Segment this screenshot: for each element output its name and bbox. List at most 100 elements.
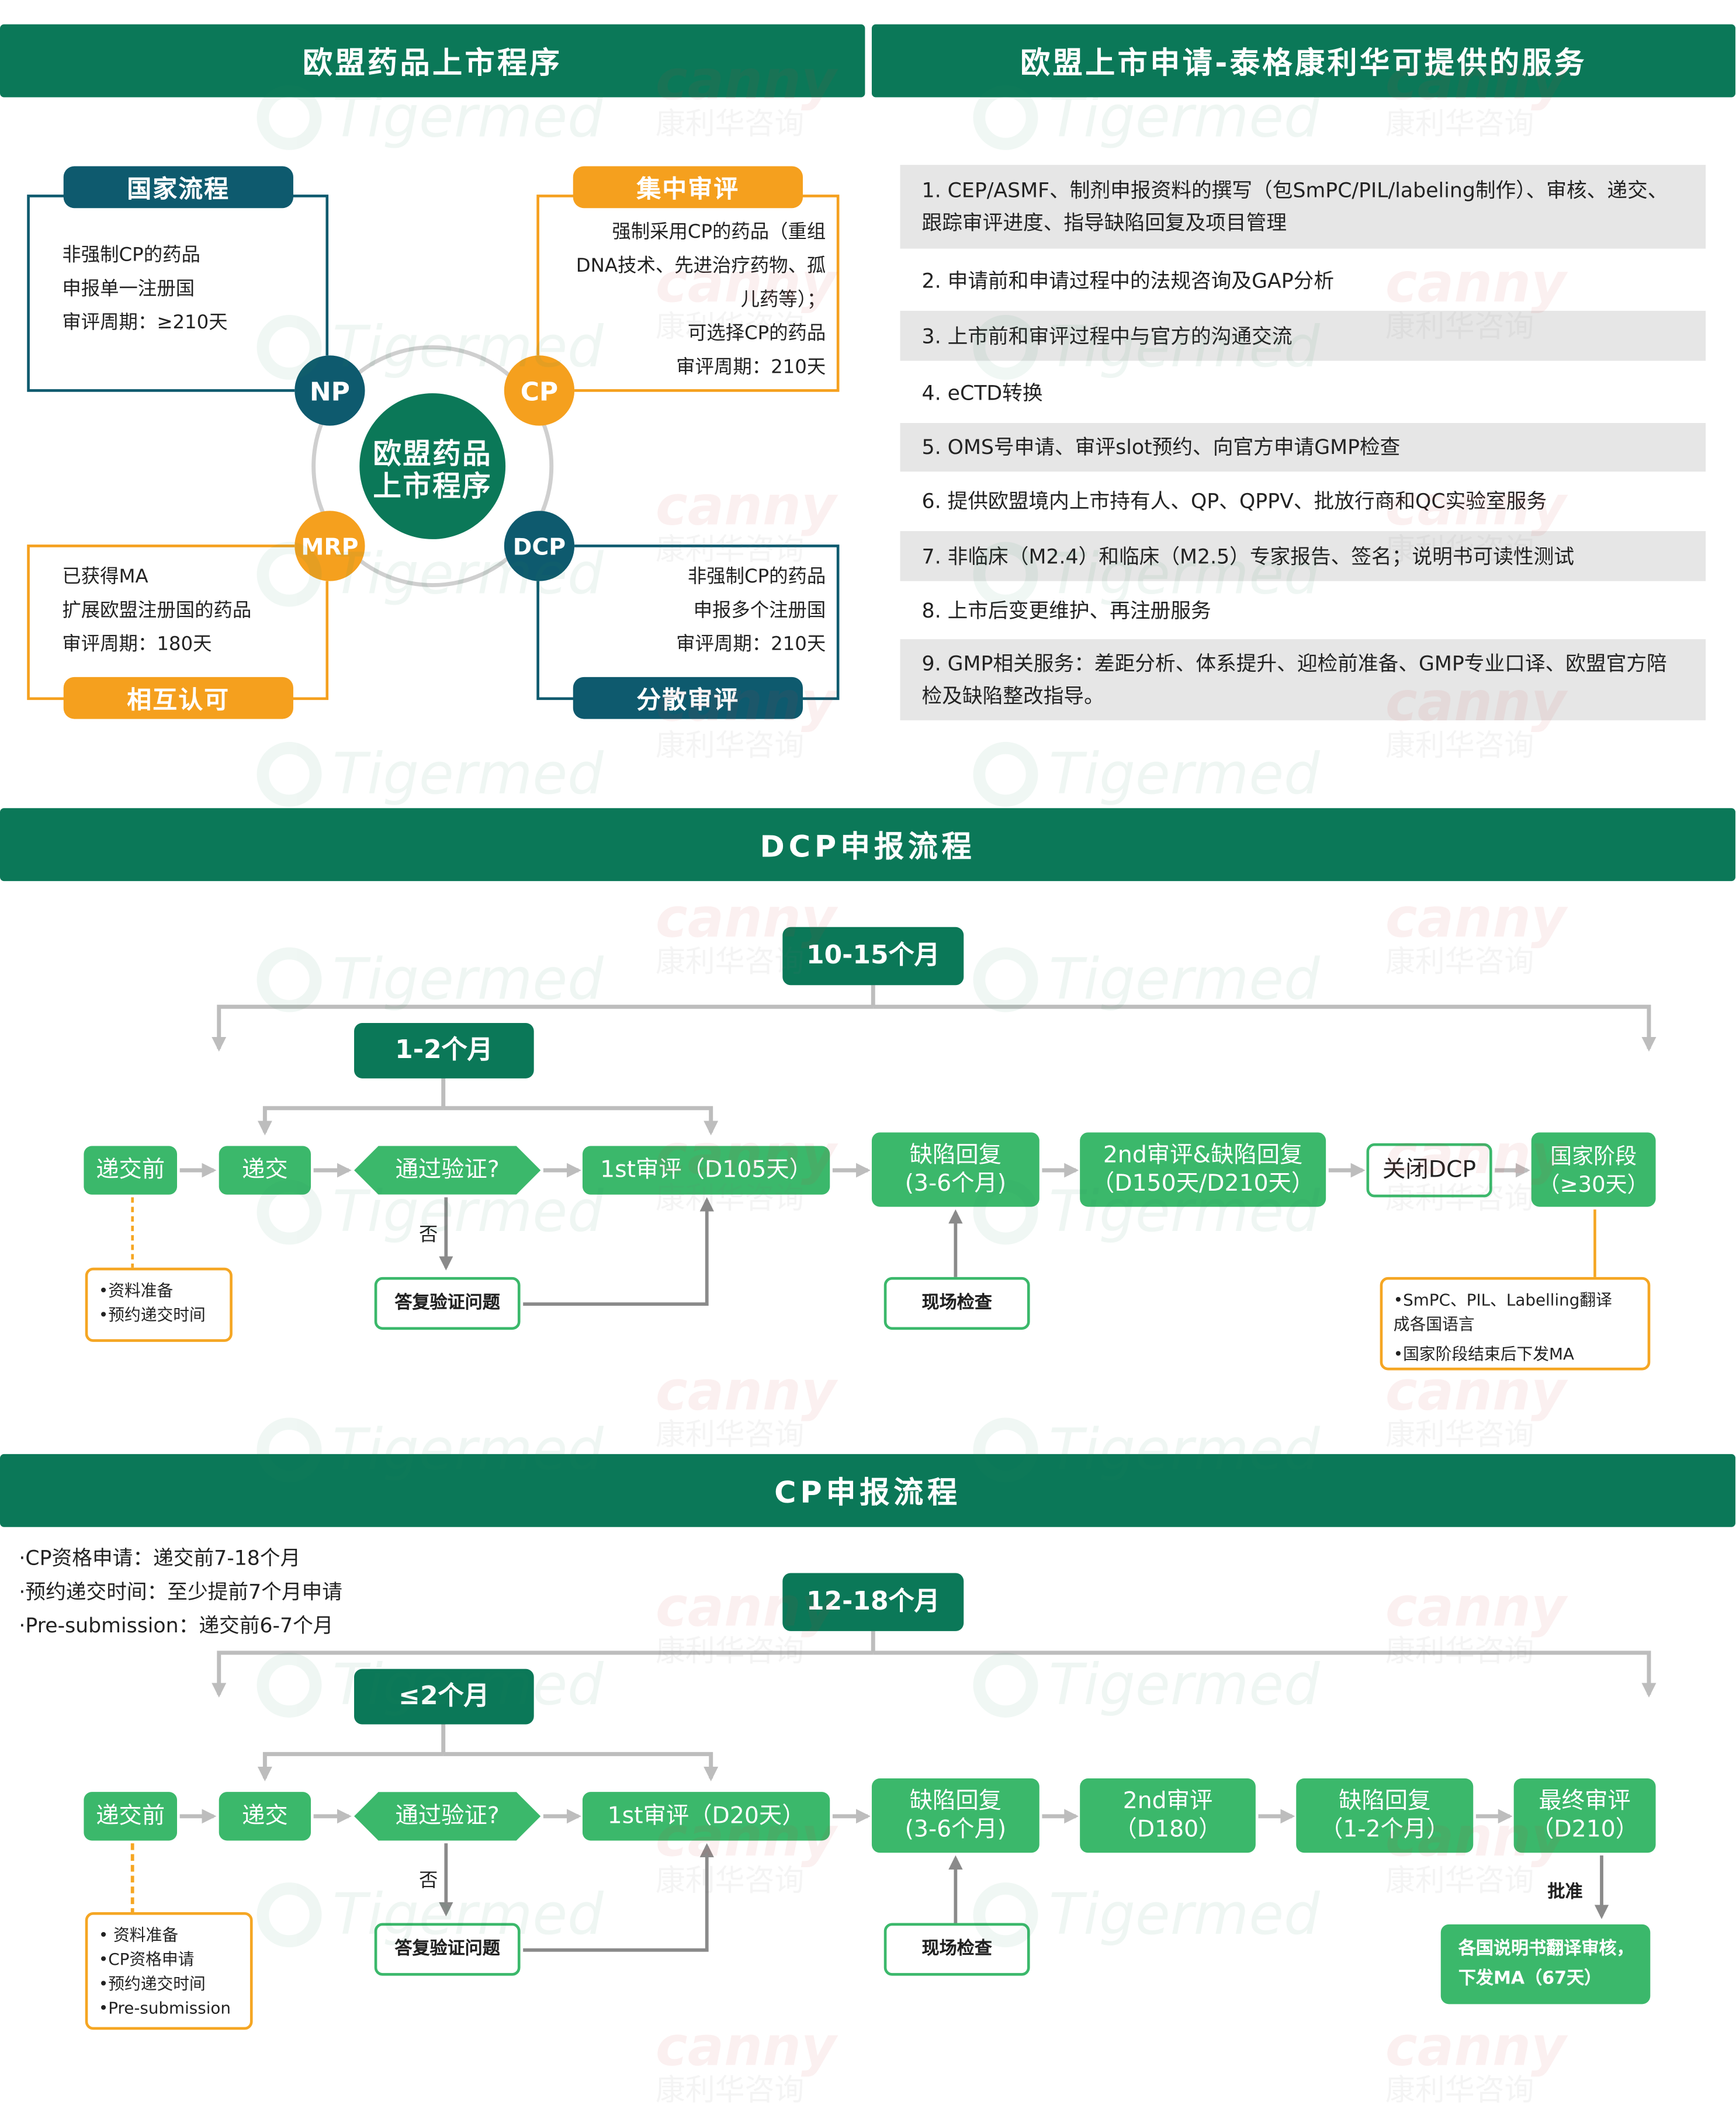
cp-approval-label: 批准: [1547, 1882, 1583, 1903]
service-item: 8. 上市后变更维护、再注册服务: [900, 587, 1706, 635]
dcp-reply-return-arrow: [523, 1197, 714, 1306]
service-text: 7. 非临床（M2.4）和临床（M2.5）专家报告、签名；说明书可读性测试: [921, 544, 1575, 568]
cp-step-second-deficiency-response: 缺陷回复 （1-2个月）: [1296, 1778, 1474, 1853]
step-line: （≥30天）: [1538, 1171, 1649, 1197]
service-text: 5. OMS号申请、审评slot预约、向官方申请GMP检查: [921, 435, 1401, 460]
cp-line: DNA技术、先进治疗药物、孤: [576, 255, 826, 278]
dcp-step-first-review: 1st审评（D105天）: [582, 1146, 830, 1195]
service-text: 8. 上市后变更维护、再注册服务: [921, 598, 1211, 623]
procedures-header: 欧盟药品上市程序: [0, 24, 865, 98]
cp-line: 审评周期：210天: [676, 356, 826, 379]
dcp-step-national-phase: 国家阶段 （≥30天）: [1531, 1132, 1656, 1207]
dcp-flow-header: DCP申报流程: [0, 808, 1736, 882]
step-line: (3-6个月): [905, 1169, 1007, 1197]
cp-step-validation: 通过验证?: [354, 1792, 540, 1840]
dcp-total-bracket-right: [873, 1004, 1657, 1052]
np-badge: [294, 355, 365, 426]
step-line: 2nd审评&缺陷回复: [1103, 1141, 1303, 1168]
step-line: （D180）: [1114, 1815, 1222, 1843]
service-item: 2. 申请前和申请过程中的法规咨询及GAP分析: [900, 256, 1706, 305]
dcp-line: 申报多个注册国: [693, 600, 826, 622]
mrp-badge-label: MRP: [301, 534, 358, 560]
step-line: (3-6个月): [905, 1815, 1007, 1843]
np-description: 非强制CP的药品 申报单一注册国 审评周期：≥210天: [62, 239, 227, 340]
service-text: 2. 申请前和申请过程中的法规咨询及GAP分析: [921, 269, 1335, 293]
service-text: 1. CEP/ASMF、制剂申报资料的撰写（包SmPC/PIL/labeling…: [921, 178, 1668, 203]
cp-line: 强制采用CP的药品（重组: [612, 221, 826, 244]
dcp-step-close: 关闭DCP: [1366, 1143, 1492, 1198]
service-item: 4. eCTD转换: [900, 367, 1706, 418]
service-text: 9. GMP相关服务：差距分析、体系提升、迎检前准备、GMP专业口译、欧盟官方陪: [921, 651, 1667, 676]
dcp-no-label: 否: [419, 1224, 438, 1246]
mrp-line: 扩展欧盟注册国的药品: [62, 600, 252, 622]
np-line: 非强制CP的药品: [62, 244, 200, 266]
cp-timeline-notes: ·CP资格申请：递交前7-18个月 ·预约递交时间：至少提前7个月申请 ·Pre…: [19, 1542, 342, 1643]
dcp-description: 非强制CP的药品 申报多个注册国 审评周期：210天: [548, 561, 826, 662]
dcp-line: 审评周期：210天: [676, 633, 826, 656]
cp-step-first-review: 1st审评（D20天）: [582, 1792, 830, 1841]
step-line: 缺陷回复: [909, 1787, 1002, 1815]
dcp-step-second-review: 2nd审评&缺陷回复 （D150天/D210天）: [1080, 1132, 1326, 1207]
dcp-inspection: 现场检查: [883, 1277, 1030, 1330]
dcp-national-phase-notes: •SmPC、PIL、Labelling翻译 成各国语言 •国家阶段结束后下发MA: [1380, 1277, 1651, 1371]
service-item: 7. 非临床（M2.4）和临床（M2.5）专家报告、签名；说明书可读性测试: [900, 531, 1706, 581]
dcp-total-bracket-left: [212, 1004, 874, 1052]
service-item: 5. OMS号申请、审评slot预约、向官方申请GMP检查: [900, 423, 1706, 472]
cp-note-line: ·Pre-submission：递交前6-7个月: [19, 1613, 334, 1638]
service-item: 9. GMP相关服务：差距分析、体系提升、迎检前准备、GMP专业口译、欧盟官方陪…: [900, 639, 1706, 720]
mrp-description: 已获得MA 扩展欧盟注册国的药品 审评周期：180天: [62, 561, 251, 662]
dcp-step-pre-submission: 递交前: [84, 1146, 178, 1195]
mrp-box-outline: [27, 545, 329, 700]
step-line: 国家阶段: [1550, 1142, 1637, 1168]
cp-pre-submission-notes: • 资料准备 •CP资格申请 •预约递交时间 •Pre-submission: [85, 1912, 253, 2030]
service-text: 4. eCTD转换: [921, 380, 1043, 405]
note-line: •预约递交时间: [98, 1974, 206, 1993]
cp-badge-label: CP: [521, 377, 558, 407]
procedure-center-circle: [359, 393, 506, 539]
procedure-center-line: 上市程序: [373, 470, 492, 503]
step-line: 缺陷回复: [909, 1141, 1002, 1168]
cp-validation-reply: 答复验证问题: [374, 1923, 521, 1976]
step-line: （1-2个月）: [1319, 1815, 1450, 1843]
service-text: 检及缺陷整改指导。: [921, 684, 1104, 709]
dcp-step-validation: 通过验证?: [354, 1146, 540, 1195]
dcp-phase-bracket-right: [443, 1106, 719, 1136]
cp-phase-bracket-left: [257, 1752, 443, 1782]
step-line: 最终审评: [1539, 1787, 1631, 1815]
dcp-phase-bracket-left: [257, 1106, 443, 1136]
mrp-tag: 相互认可: [63, 677, 293, 719]
service-item: 6. 提供欧盟境内上市持有人、QP、QPPV、批放行商和QC实验室服务: [900, 477, 1706, 526]
service-text: 跟踪审评进度、指导缺陷回复及项目管理: [921, 210, 1287, 235]
cp-flow-header: CP申报流程: [0, 1454, 1736, 1527]
mrp-line: 已获得MA: [62, 566, 148, 588]
service-text: 6. 提供欧盟境内上市持有人、QP、QPPV、批放行商和QC实验室服务: [921, 489, 1547, 514]
dcp-validation-reply: 答复验证问题: [374, 1277, 521, 1330]
outcome-line: 各国说明书翻译审核，: [1458, 1938, 1634, 1959]
mrp-badge: [294, 511, 365, 581]
cp-step-second-review: 2nd审评 （D180）: [1080, 1778, 1256, 1853]
cp-step-final-review: 最终审评 （D210）: [1513, 1778, 1656, 1853]
service-item: 1. CEP/ASMF、制剂申报资料的撰写（包SmPC/PIL/labeling…: [900, 165, 1706, 249]
cp-line: 儿药等）；: [740, 289, 826, 311]
cp-step-submission: 递交: [219, 1792, 311, 1841]
note-line: • 资料准备: [98, 1926, 179, 1945]
cp-total-bracket-left: [212, 1650, 874, 1698]
cp-badge: [504, 355, 575, 426]
dcp-badge: [504, 511, 575, 581]
dcp-tag: 分散审评: [573, 677, 803, 719]
np-box-outline: [27, 195, 329, 392]
step-line: （D150天/D210天）: [1092, 1169, 1315, 1197]
dcp-line: 非强制CP的药品: [687, 566, 826, 588]
note-line: 成各国语言: [1393, 1315, 1475, 1334]
mrp-line: 审评周期：180天: [62, 633, 212, 656]
cp-validation-phase: ≤2个月: [354, 1669, 534, 1725]
dcp-step-deficiency-response: 缺陷回复 (3-6个月): [871, 1132, 1039, 1207]
step-line: （D210）: [1531, 1815, 1639, 1843]
cp-line: 可选择CP的药品: [687, 322, 826, 345]
procedure-center-line: 欧盟药品: [373, 438, 492, 470]
note-line: •预约递交时间: [98, 1305, 206, 1324]
cp-note-line: ·预约递交时间：至少提前7个月申请: [19, 1580, 342, 1604]
np-line: 申报单一注册国: [62, 278, 195, 300]
